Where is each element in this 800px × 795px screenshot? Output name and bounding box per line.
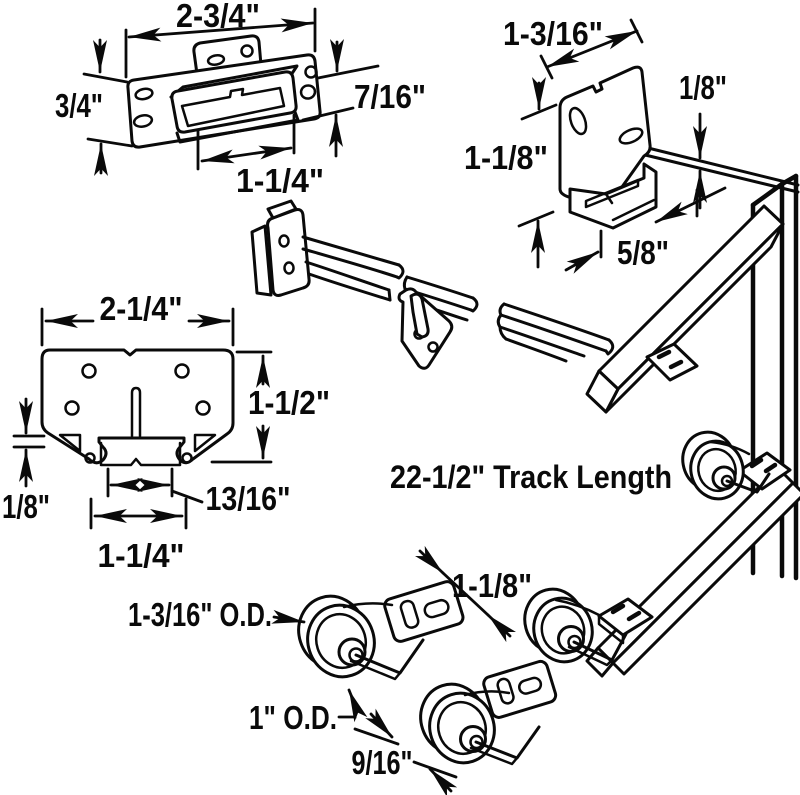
dim-label-d-slot-width: 13/16" bbox=[206, 480, 291, 517]
dim-label-b-rod: 1/8" bbox=[679, 69, 727, 106]
label-roller-large-od: 1-3/16" O.D. bbox=[128, 596, 272, 633]
part-drawer-guide: 1-3/16" 1/8" 1-1/8" 5/8" bbox=[464, 15, 800, 274]
dim-label-b-depth: 5/8" bbox=[617, 234, 669, 271]
dim-label-roller-tread: 9/16" bbox=[352, 744, 413, 781]
track-length-note: 22-1/2" Track Length bbox=[390, 459, 672, 495]
dim-label-a-width: 2-3/4" bbox=[176, 0, 260, 34]
dim-label-roller-bracket: 1-1/8" bbox=[452, 567, 532, 604]
dim-label-a-socket-width: 1-1/4" bbox=[236, 162, 324, 199]
track-clip bbox=[645, 342, 699, 382]
roller-small: 1" O.D. 9/16" bbox=[249, 659, 558, 795]
dim-label-a-height: 3/4" bbox=[55, 87, 103, 124]
dim-label-d-height: 1-1/2" bbox=[248, 384, 330, 421]
dim-label-d-channel-width: 1-1/4" bbox=[98, 537, 185, 574]
roller-large: 1-3/16" O.D. 1-1/8" bbox=[128, 545, 532, 681]
upper-track-tube bbox=[585, 204, 785, 414]
label-roller-small-od: 1" O.D. bbox=[249, 699, 337, 736]
lower-track-tube bbox=[523, 430, 800, 678]
part-drawer-track-bracket: 2-3/4" 3/4" 7/16" 1-1/4" bbox=[55, 0, 426, 199]
dim-label-d-lip: 1/8" bbox=[2, 488, 50, 525]
part-track-connector-assembly bbox=[250, 199, 615, 370]
dim-label-d-width: 2-1/4" bbox=[100, 290, 183, 327]
dim-label-b-width: 1-3/16" bbox=[503, 15, 603, 52]
roller-bracket bbox=[597, 597, 654, 637]
dim-label-a-socket-height: 7/16" bbox=[354, 78, 426, 115]
dim-label-b-height: 1-1/8" bbox=[464, 139, 548, 176]
part-track-back-plate: 2-1/4" 1-1/2" 1/8" 13/16" 1-1/4" bbox=[2, 290, 330, 574]
